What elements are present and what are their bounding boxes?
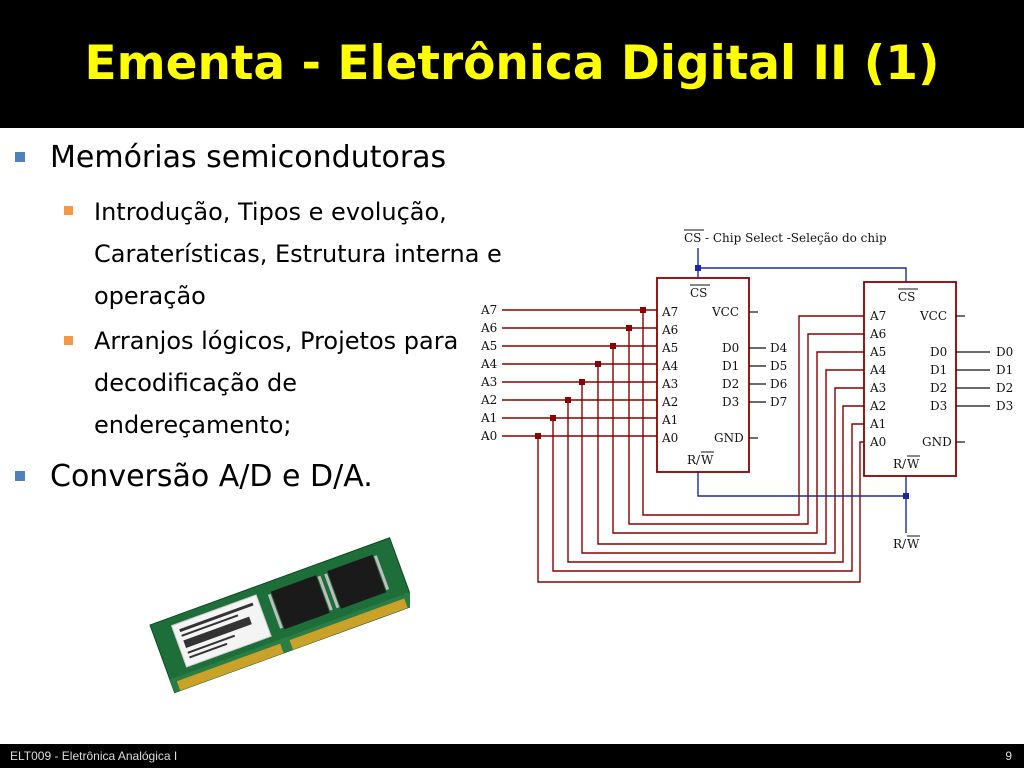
cs-caption: - Chip Select -Seleção do chip [705, 231, 887, 245]
control-wires [697, 248, 907, 533]
chip2-pin-a3: A3 [869, 381, 886, 395]
memory-chip-1 [656, 277, 750, 473]
chip2-pin-a7: A7 [869, 309, 886, 323]
address-wires [502, 309, 864, 583]
chip2-pin-a5: A5 [869, 345, 886, 359]
chip2-rw-r: R/ [893, 457, 907, 471]
chip2-rw-w: W [907, 457, 920, 471]
footer-page-number: 9 [1005, 749, 1012, 763]
input-label-a5: A5 [480, 339, 497, 353]
chip2-out-d0: D0 [996, 345, 1013, 359]
chip1-pin-a4: A4 [661, 359, 679, 373]
chip1-out-d7: D7 [770, 395, 787, 409]
chip1-out-d4: D4 [770, 341, 788, 355]
sub-bullet-marker [64, 206, 73, 215]
chip1-pin-d3: D3 [722, 395, 739, 409]
input-label-a7: A7 [480, 303, 497, 317]
chip2-pin-a6: A6 [869, 327, 886, 341]
chip2-pin-d1: D1 [930, 363, 947, 377]
input-label-a6: A6 [480, 321, 497, 335]
chip2-pin-a1: A1 [869, 417, 886, 431]
chip1-out-d6: D6 [770, 377, 787, 391]
footer-course: ELT009 - Eletrônica Analógica I [10, 749, 178, 763]
chip2-cs-pin: CS [898, 290, 915, 304]
junction-dots [535, 307, 646, 439]
chip2-pin-a4: A4 [869, 363, 887, 377]
sub-bullet-arranjos: Arranjos lógicos, Projetos para decodifi… [94, 327, 459, 439]
input-label-a3: A3 [480, 375, 497, 389]
slide-title: Ementa - Eletrônica Digital II (1) [84, 36, 940, 91]
chip1-pin-a1: A1 [661, 413, 678, 427]
chip1-pin-d1: D1 [722, 359, 739, 373]
memory-schematic: CS - Chip Select -Seleção do chip A7 A6 … [480, 229, 1013, 583]
sub-bullet-introducao: Introdução, Tipos e evolução, Carateríst… [94, 198, 502, 310]
control-junctions [695, 265, 909, 499]
pin-stubs [749, 311, 990, 443]
input-label-a0: A0 [480, 429, 497, 443]
chip1-gnd: GND [714, 431, 744, 445]
chip1-pin-d2: D2 [722, 377, 739, 391]
input-label-a1: A1 [480, 411, 497, 425]
title-bar [0, 0, 1024, 128]
chip1-rw-r: R/ [687, 453, 701, 467]
chip1-pin-a5: A5 [661, 341, 678, 355]
chip1-pin-d0: D0 [722, 341, 739, 355]
footer: ELT009 - Eletrônica Analógica I 9 [0, 744, 1024, 768]
input-label-a2: A2 [480, 393, 497, 407]
chip2-pin-d3: D3 [930, 399, 947, 413]
memory-chip-2 [863, 281, 957, 477]
chip1-out-d5: D5 [770, 359, 787, 373]
rw-input-w: W [907, 537, 920, 551]
chip2-pin-d2: D2 [930, 381, 947, 395]
chip1-vcc: VCC [711, 305, 739, 319]
sub-bullet-marker [64, 336, 73, 345]
bullet-marker [15, 471, 25, 481]
rw-input-r: R/ [893, 537, 907, 551]
chip1-pin-a7: A7 [661, 305, 678, 319]
input-label-a4: A4 [480, 357, 498, 371]
bullet-memorias: Memórias semicondutoras [50, 140, 447, 175]
chip2-out-d1: D1 [996, 363, 1013, 377]
chip1-pin-a0: A0 [661, 431, 678, 445]
chip1-pin-a2: A2 [661, 395, 678, 409]
chip1-pin-a3: A3 [661, 377, 678, 391]
chip1-cs-pin: CS [690, 286, 707, 300]
chip2-gnd: GND [922, 435, 952, 449]
chip2-vcc: VCC [919, 309, 947, 323]
chip2-pin-a0: A0 [869, 435, 886, 449]
cs-label: CS [684, 231, 701, 245]
bullet-marker [15, 152, 25, 162]
chip2-pin-a2: A2 [869, 399, 886, 413]
chip2-out-d2: D2 [996, 381, 1013, 395]
chip1-pin-a6: A6 [661, 323, 678, 337]
bullet-conversao: Conversão A/D e D/A. [50, 459, 373, 494]
chip2-pin-d0: D0 [930, 345, 947, 359]
chip2-out-d3: D3 [996, 399, 1013, 413]
chip1-rw-w: W [701, 453, 714, 467]
ram-module-image [149, 537, 410, 694]
